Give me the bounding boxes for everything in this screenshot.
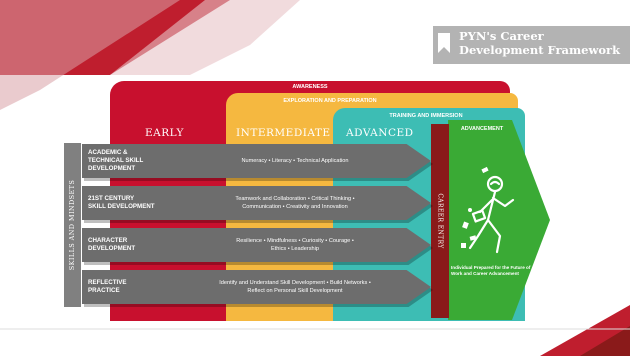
awareness-label: AWARENESS xyxy=(292,84,328,90)
stage-advanced: ADVANCED xyxy=(346,127,414,139)
row-label: 21ST CENTURY SKILL DEVELOPMENT xyxy=(88,195,155,210)
row-character: CHARACTER DEVELOPMENT Resilience • Mindf… xyxy=(82,228,431,262)
outcome-text: Individual Prepared for the Future of Wo… xyxy=(451,265,531,276)
title-badge xyxy=(433,26,630,64)
row-description: Identify and Understand Skill Developmen… xyxy=(219,280,371,294)
row-academic: ACADEMIC & TECHNICAL SKILL DEVELOPMENT N… xyxy=(82,144,431,178)
row-label: ACADEMIC & TECHNICAL SKILL DEVELOPMENT xyxy=(88,149,144,172)
row-description: Teamwork and Collaboration • Critical Th… xyxy=(235,196,355,210)
row-reflective: REFLECTIVE PRACTICE Identify and Underst… xyxy=(82,270,431,304)
training-label: TRAINING AND IMMERSION xyxy=(389,113,463,119)
bottom-right-dark-shape xyxy=(580,326,630,356)
career-entry-label: CAREER ENTRY xyxy=(436,193,444,249)
skills-label: SKILLS AND MINDSETS xyxy=(68,179,76,271)
advancement-label: ADVANCEMENT xyxy=(460,126,504,132)
row-label: CHARACTER DEVELOPMENT xyxy=(88,237,136,252)
row-label: REFLECTIVE PRACTICE xyxy=(88,279,127,294)
top-left-light-shape xyxy=(110,0,300,75)
row-description: Resilience • Mindfulness • Curiosity • C… xyxy=(236,238,354,252)
stage-early: EARLY xyxy=(145,127,184,139)
skills-column xyxy=(64,143,81,307)
bookmark-icon xyxy=(438,33,450,53)
top-left-pink-shape xyxy=(0,0,180,110)
row-description: Numeracy • Literacy • Technical Applicat… xyxy=(241,158,349,164)
exploration-label: EXPLORATION AND PREPARATION xyxy=(283,98,377,104)
slide-title: PYN's Career Development Framework xyxy=(459,29,621,57)
stage-intermediate: INTERMEDIATE xyxy=(236,127,331,139)
row-21st-century: 21ST CENTURY SKILL DEVELOPMENT Teamwork … xyxy=(82,186,431,220)
career-entry-bar xyxy=(431,124,449,318)
